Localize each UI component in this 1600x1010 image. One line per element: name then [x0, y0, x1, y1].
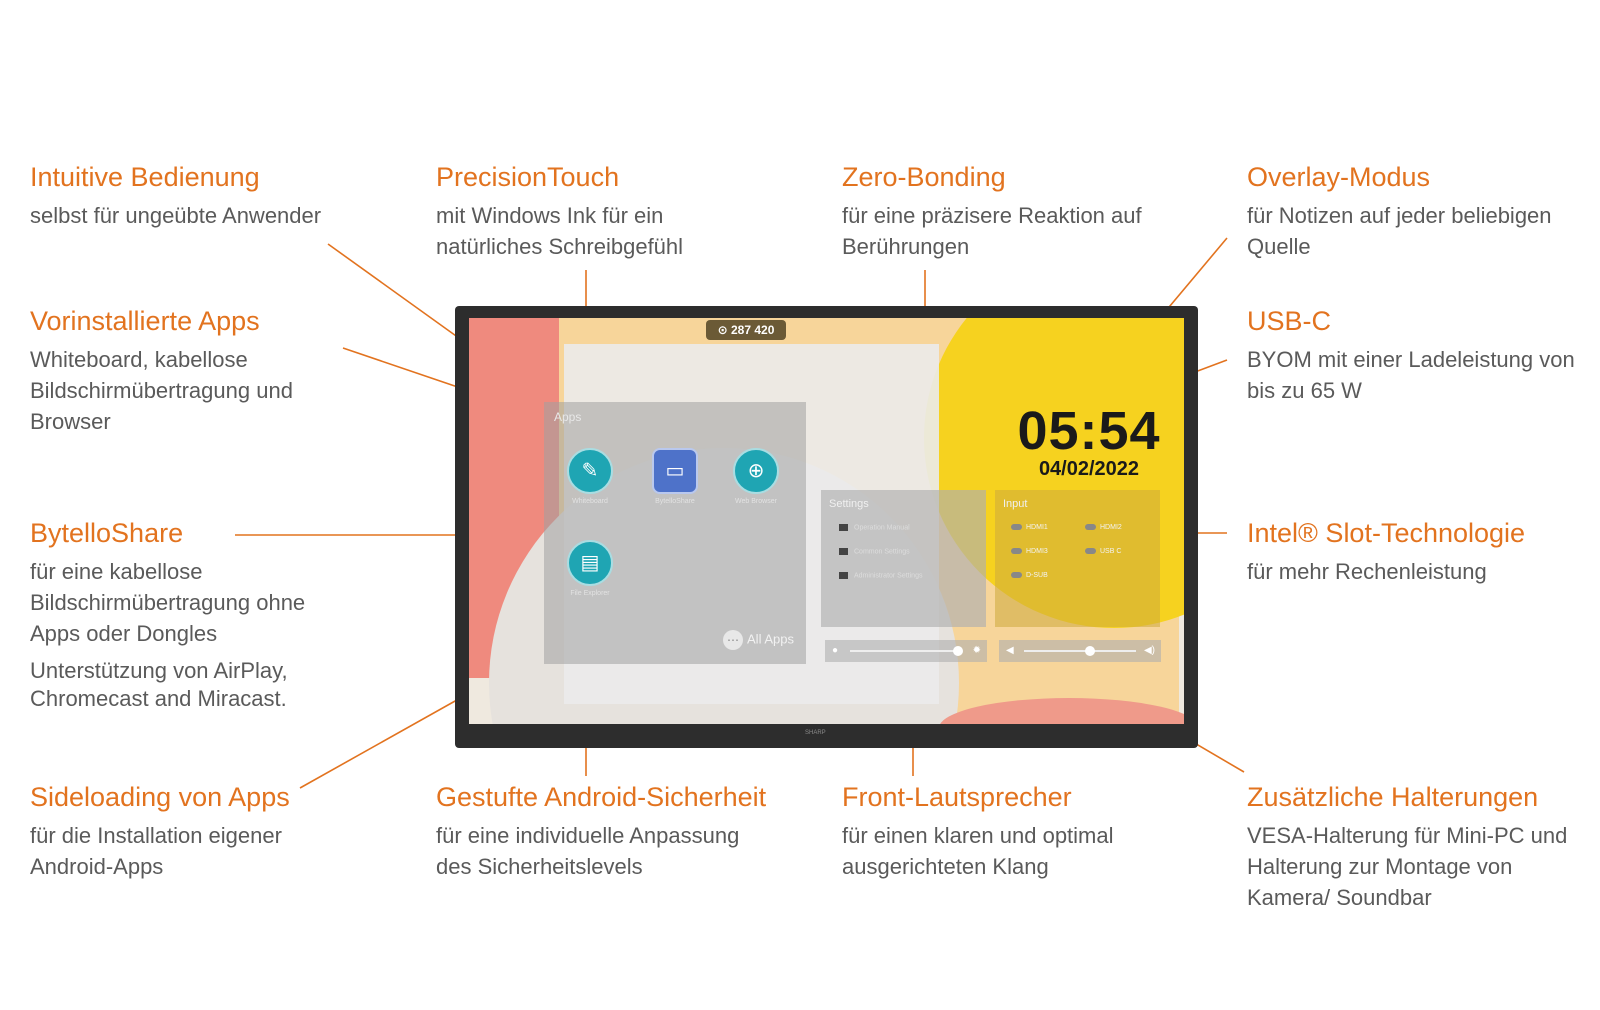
interactive-display: ⊙ 287 420 Apps ✎ Whiteboard ▭ BytelloSha… — [455, 306, 1198, 748]
app-web-browser[interactable]: ⊕ Web Browser — [726, 448, 786, 505]
bytelloshare-icon: ▭ — [652, 448, 698, 494]
slider-track — [850, 650, 962, 652]
slider-knob[interactable] — [1085, 646, 1095, 656]
input-item[interactable]: HDMI2 — [1085, 524, 1122, 531]
usb-c-icon — [1085, 548, 1096, 555]
globe-icon: ⊕ — [733, 448, 779, 494]
feature-title: USB-C — [1247, 306, 1332, 336]
feature-title: Zero-Bonding — [842, 162, 1006, 192]
app-label: Web Browser — [735, 498, 777, 505]
feature-intuitive: Intuitive Bedienung selbst für ungeübte … — [30, 160, 400, 231]
settings-panel: Settings Operation Manual Common Setting… — [821, 490, 986, 627]
clock-date: 04/02/2022 — [1038, 458, 1140, 480]
feature-title: Sideloading von Apps — [30, 782, 290, 812]
feature-android: Gestufte Android-Sicherheit für eine ind… — [436, 780, 806, 882]
app-label: Whiteboard — [572, 498, 608, 505]
badge-icon: ⊙ — [717, 323, 731, 337]
feature-title: Vorinstallierte Apps — [30, 306, 260, 336]
feature-title: BytelloShare — [30, 518, 184, 548]
admin-icon — [839, 572, 848, 579]
feature-zero-bonding: Zero-Bonding für eine präzisere Reaktion… — [842, 160, 1212, 262]
hdmi-icon — [1011, 524, 1022, 531]
feature-mounts: Zusätzliche Halterungen VESA-Halterung f… — [1247, 780, 1592, 913]
feature-intel: Intel® Slot-Technologie für mehr Rechenl… — [1247, 516, 1592, 587]
gear-icon — [839, 548, 848, 555]
settings-item[interactable]: Operation Manual — [839, 524, 910, 531]
apps-panel: Apps ✎ Whiteboard ▭ BytelloShare ⊕ Web B… — [544, 402, 806, 664]
brand-logo: SHARP — [805, 730, 826, 736]
slider-track — [1024, 650, 1136, 652]
apps-panel-title: Apps — [554, 410, 582, 424]
feature-speaker: Front-Lautsprecher für einen klaren und … — [842, 780, 1212, 882]
screen-badge: ⊙ 287 420 — [706, 320, 786, 340]
feature-title: Zusätzliche Halterungen — [1247, 782, 1539, 812]
input-panel: Input HDMI1 HDMI2 HDMI3 USB C D-SUB — [995, 490, 1160, 627]
feature-title: Overlay-Modus — [1247, 162, 1431, 192]
manual-icon — [839, 524, 848, 531]
feature-title: Gestufte Android-Sicherheit — [436, 782, 767, 812]
app-file-explorer[interactable]: ▤ File Explorer — [560, 540, 620, 597]
brightness-slider[interactable]: ● ✹ — [825, 640, 987, 662]
input-item[interactable]: HDMI3 — [1011, 548, 1048, 555]
volume-slider[interactable]: ◀ ◀) — [999, 640, 1161, 662]
feature-title: Intel® Slot-Technologie — [1247, 518, 1526, 548]
dsub-icon — [1011, 572, 1022, 579]
settings-item[interactable]: Common Settings — [839, 548, 910, 555]
folder-icon: ▤ — [567, 540, 613, 586]
input-item[interactable]: D-SUB — [1011, 572, 1048, 579]
whiteboard-icon: ✎ — [567, 448, 613, 494]
volume-high-icon: ◀) — [1143, 645, 1155, 656]
input-item[interactable]: USB C — [1085, 548, 1121, 555]
brightness-high-icon: ✹ — [972, 645, 981, 656]
volume-low-icon: ◀ — [1006, 645, 1014, 656]
display-screen: ⊙ 287 420 Apps ✎ Whiteboard ▭ BytelloSha… — [469, 318, 1184, 724]
app-label: BytelloShare — [655, 498, 695, 505]
grid-icon: ⋯ — [723, 630, 744, 650]
settings-item[interactable]: Administrator Settings — [839, 572, 922, 579]
feature-title: Intuitive Bedienung — [30, 162, 260, 192]
feature-title: PrecisionTouch — [436, 162, 620, 192]
feature-apps: Vorinstallierte Apps Whiteboard, kabello… — [30, 304, 400, 437]
input-title: Input — [1003, 498, 1028, 510]
app-label: File Explorer — [570, 590, 610, 597]
slider-knob[interactable] — [953, 646, 963, 656]
settings-title: Settings — [829, 498, 869, 510]
hdmi-icon — [1011, 548, 1022, 555]
input-item[interactable]: HDMI1 — [1011, 524, 1048, 531]
feature-overlay: Overlay-Modus für Notizen auf jeder beli… — [1247, 160, 1600, 262]
app-whiteboard[interactable]: ✎ Whiteboard — [560, 448, 620, 505]
hdmi-icon — [1085, 524, 1096, 531]
app-bytelloshare[interactable]: ▭ BytelloShare — [645, 448, 705, 505]
all-apps-button[interactable]: ⋯All Apps — [723, 630, 794, 650]
clock-time: 05:54 — [1017, 401, 1161, 461]
feature-sideloading: Sideloading von Apps für die Installatio… — [30, 780, 400, 882]
feature-title: Front-Lautsprecher — [842, 782, 1072, 812]
brightness-low-icon: ● — [832, 645, 839, 656]
